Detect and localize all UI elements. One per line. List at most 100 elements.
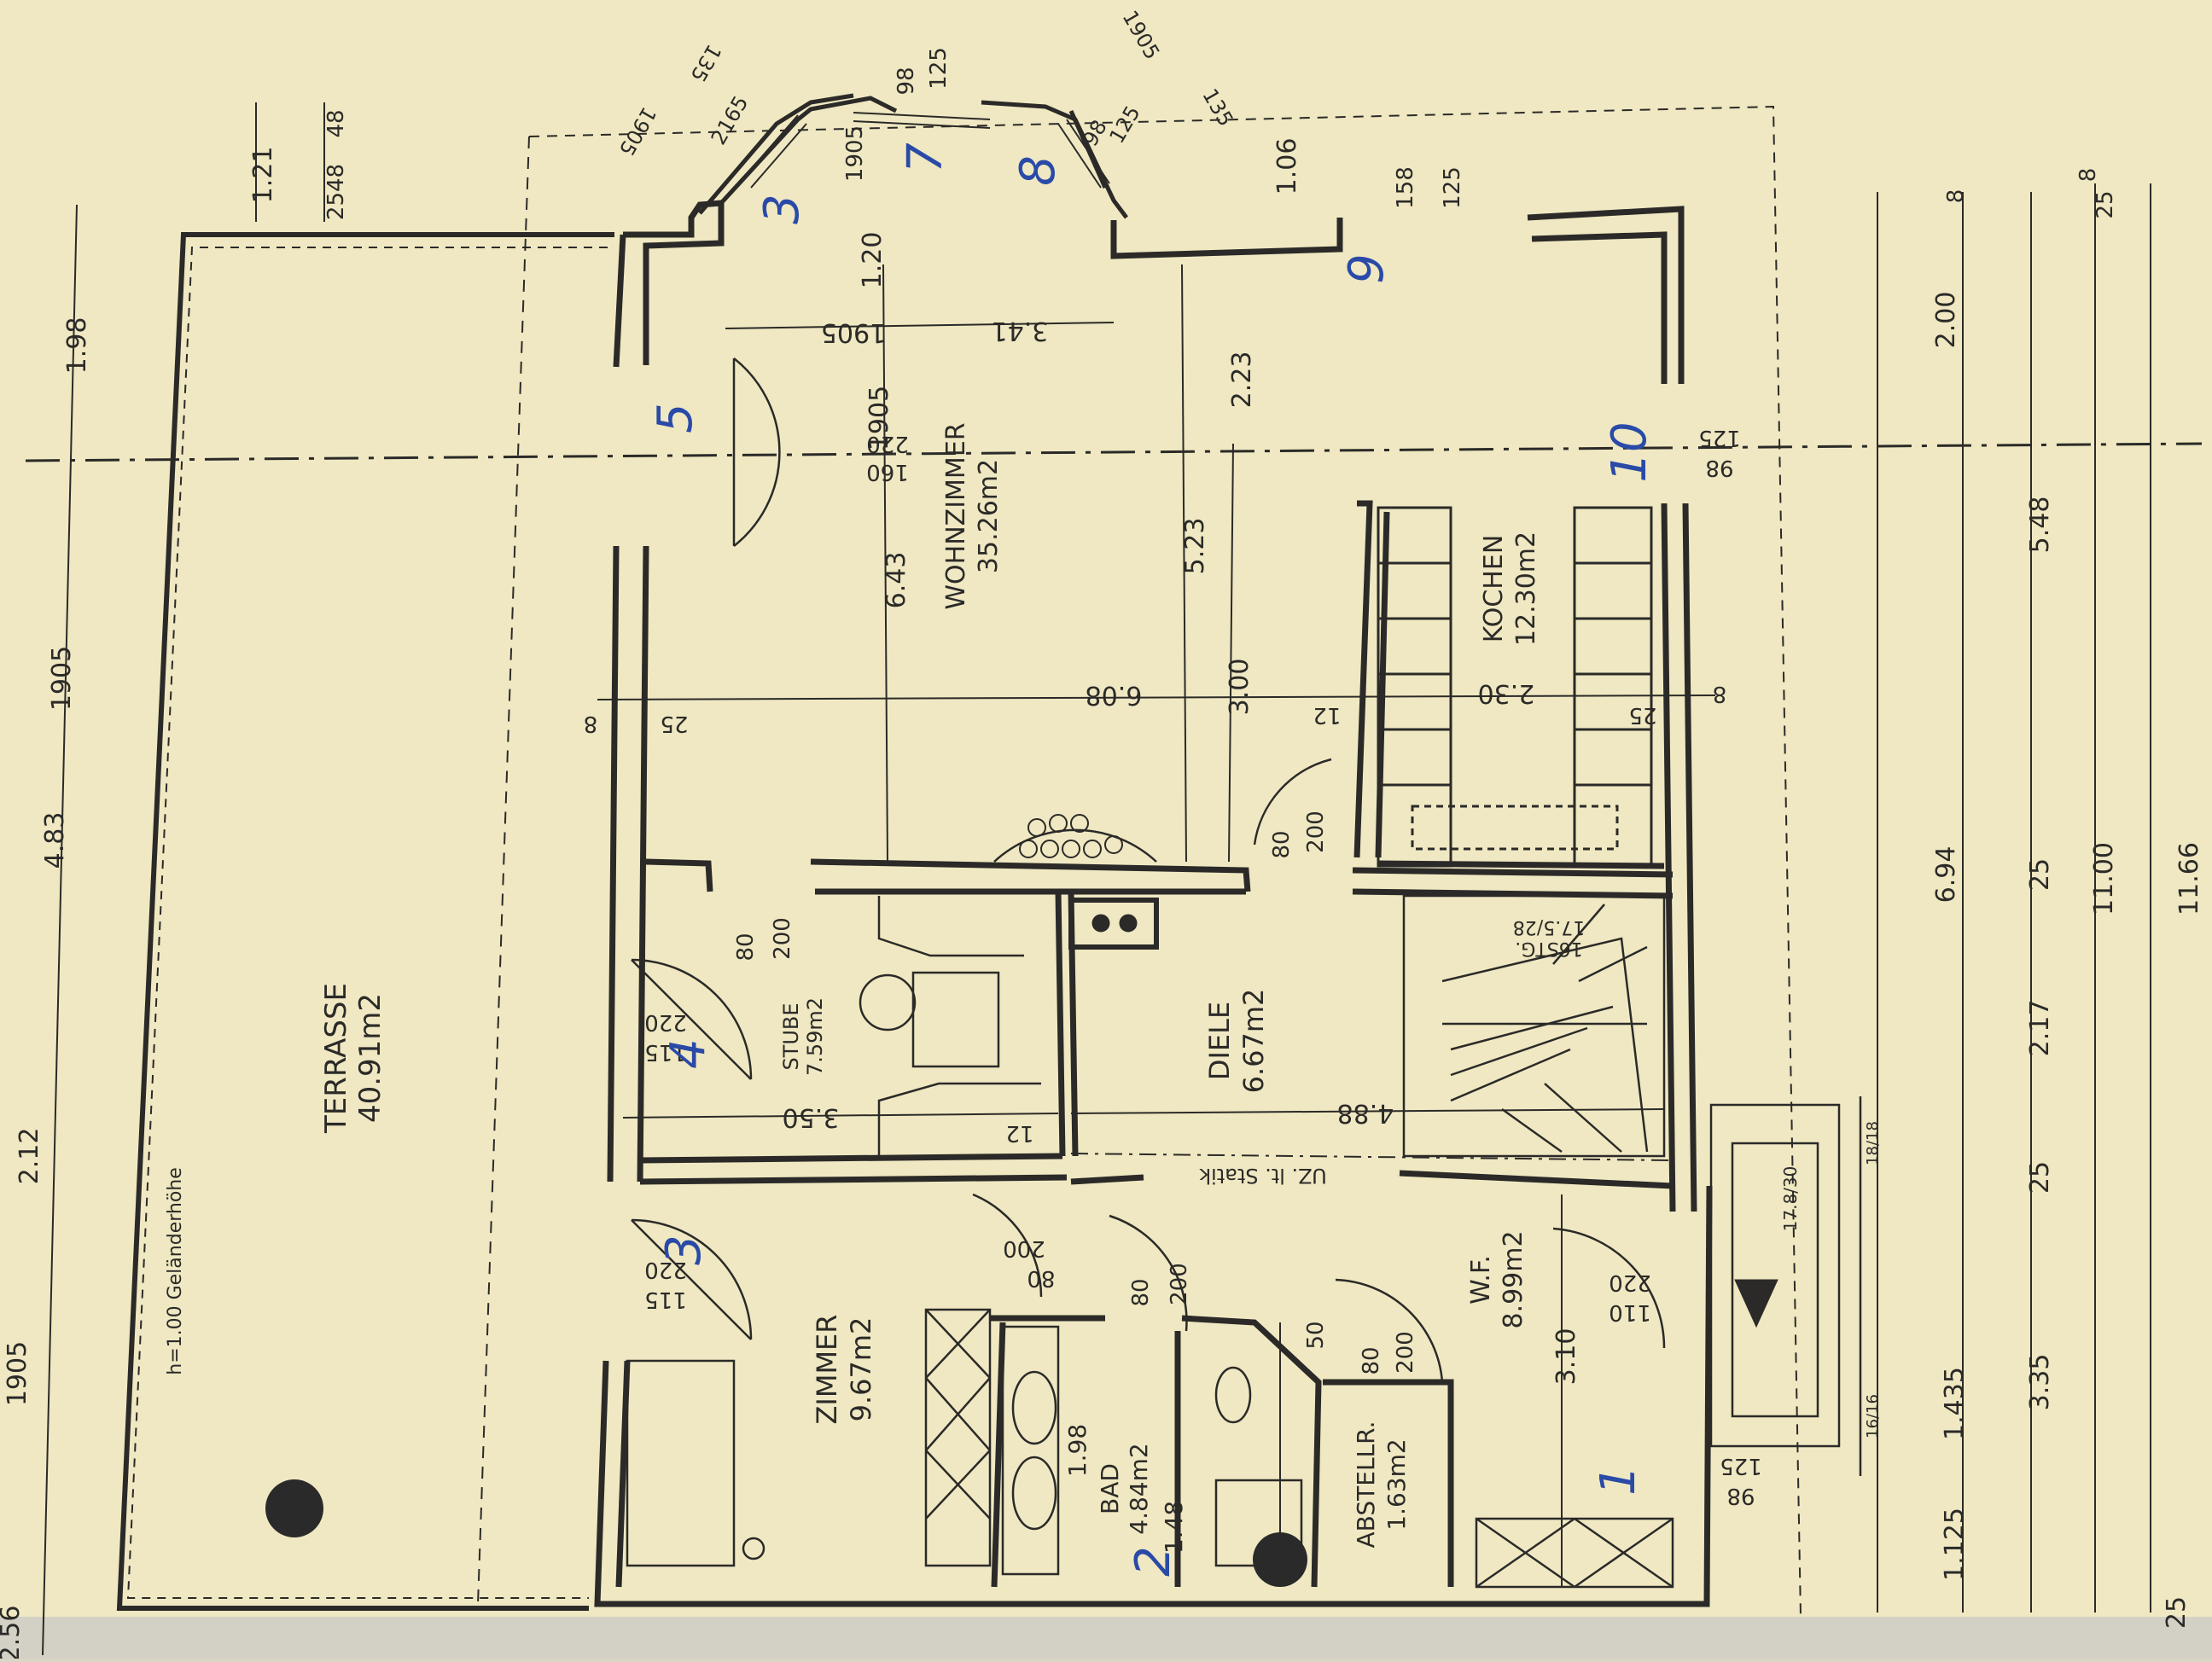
north-arrow-icon xyxy=(1734,1279,1778,1328)
handwritten-number: 9 xyxy=(1339,253,1394,284)
railing-note: h=1.00 Geländerhöhe xyxy=(165,1167,186,1375)
dimension-label: 220 xyxy=(1609,1270,1651,1295)
dimension-label: 6.43 xyxy=(882,552,911,609)
zimmer-name: ZIMMER xyxy=(811,1314,843,1424)
dimension-label: 5.23 xyxy=(1180,518,1210,575)
dimension-label: 25 xyxy=(2025,1161,2055,1194)
dimension-label: 11.00 xyxy=(2089,842,2119,915)
stube-area: 7.59m2 xyxy=(803,997,827,1076)
dimension-label: 4.83 xyxy=(40,812,70,869)
dimension-label: 158 xyxy=(1393,166,1418,209)
dimension-label: 1.98 xyxy=(62,317,92,375)
dimension-label: 8 xyxy=(2075,168,2101,183)
dimension-label: 8 xyxy=(584,711,598,736)
stube-label: STUBE 7.59m2 xyxy=(779,997,827,1076)
hob-icon xyxy=(1068,898,1159,950)
stair-steps-label: 16STG. xyxy=(1515,938,1582,959)
dimension-label: 125 xyxy=(1720,1453,1762,1479)
wohnzimmer-name: WOHNZIMMER xyxy=(941,422,971,609)
dimension-label: 1905 xyxy=(3,1341,32,1406)
dimension-label: 200 xyxy=(1393,1331,1418,1374)
dimension-label: 1905 xyxy=(864,386,894,450)
chimney-label: 17.8/30 xyxy=(1780,1166,1801,1232)
dimension-label: 25 xyxy=(2162,1596,2192,1629)
dimension-label: 25 xyxy=(2093,190,2118,218)
dimension-label: 3.50 xyxy=(783,1102,840,1132)
abstellr-label: ABSTELLR. 1.63m2 xyxy=(1352,1421,1411,1549)
diele-name: DIELE xyxy=(1203,1002,1236,1080)
dimension-label: 200 xyxy=(1003,1235,1045,1261)
dimension-label: 8 xyxy=(1943,189,1969,204)
dimension-label: 12 xyxy=(1005,1120,1033,1146)
kitchen-counters xyxy=(1377,506,1653,868)
stube-name: STUBE xyxy=(779,1002,803,1070)
dimension-label: 3.00 xyxy=(1225,659,1254,716)
dimension-label: 1.125 xyxy=(1940,1508,1970,1581)
dimension-label: 1.48 xyxy=(1160,1501,1188,1554)
diele-area: 6.67m2 xyxy=(1237,989,1270,1094)
bad-area: 4.84m2 xyxy=(1125,1443,1153,1534)
dimension-label: 3.10 xyxy=(1551,1328,1581,1386)
dimension-label: 200 xyxy=(1167,1263,1192,1305)
dimension-label: 8 xyxy=(1713,681,1727,706)
kochen-area: 12.30m2 xyxy=(1511,532,1541,646)
dimension-label: 1905 xyxy=(47,646,77,711)
dimension-label: 1.06 xyxy=(1272,138,1302,195)
dimension-label: 2.56 xyxy=(0,1606,26,1659)
door-swings xyxy=(631,357,1666,1383)
table-surface xyxy=(0,1617,2212,1659)
dimension-label: 220 xyxy=(644,1009,687,1035)
dimension-label: 80 xyxy=(1269,830,1295,858)
handwritten-numbers: 1 2 3 3 4 5 7 8 9 10 xyxy=(648,142,1657,1577)
zimmer-label: ZIMMER 9.67m2 xyxy=(811,1314,877,1424)
dimension-label: 2.30 xyxy=(1478,678,1535,708)
wf-name: W.F. xyxy=(1466,1255,1496,1305)
dimension-label: 4.88 xyxy=(1337,1098,1394,1128)
handwritten-number: 3 xyxy=(754,194,810,224)
abstellr-area: 1.63m2 xyxy=(1382,1438,1411,1530)
dimension-label: 12 xyxy=(1313,702,1341,728)
terrace-area: 40.91m2 xyxy=(353,993,387,1123)
wf-area: 8.99m2 xyxy=(1499,1230,1528,1328)
dimension-label: 6.08 xyxy=(1086,680,1143,710)
dimension-label: 2548 xyxy=(323,164,349,220)
dimension-label: 1.20 xyxy=(858,232,888,289)
chimney-block xyxy=(1709,1096,1862,1476)
dimension-label: 110 xyxy=(1609,1299,1651,1325)
chimney-label: 16/16 xyxy=(1864,1394,1882,1438)
dimension-label: 48 xyxy=(323,109,349,137)
handwritten-number: 3 xyxy=(656,1235,712,1265)
stair-ratio-label: 17.5/28 xyxy=(1513,916,1585,938)
dimension-label: 125 xyxy=(926,47,952,90)
dimension-label: 25 xyxy=(2025,858,2055,891)
zimmer-furnishing xyxy=(626,1308,992,1567)
dimension-label: 80 xyxy=(1128,1278,1154,1306)
dimension-label: 125 xyxy=(1440,166,1465,209)
dimension-label: 160 xyxy=(866,459,909,485)
bay-window-glazing xyxy=(742,112,1110,189)
dimension-label: 200 xyxy=(1303,811,1329,853)
stube-furnishing xyxy=(859,896,1041,1156)
dimension-label: 80 xyxy=(1027,1265,1055,1291)
abstellr-name: ABSTELLR. xyxy=(1352,1421,1380,1549)
wf-label: W.F. 8.99m2 xyxy=(1466,1230,1528,1328)
dimension-label: 1.435 xyxy=(1940,1367,1970,1440)
dimension-label: 98 xyxy=(1726,1483,1755,1508)
handwritten-number: 2 xyxy=(1126,1546,1181,1577)
wohnzimmer-area: 35.26m2 xyxy=(974,459,1004,573)
dimension-label: 220 xyxy=(644,1257,687,1282)
dimension-label: 25 xyxy=(1628,702,1656,728)
dimension-label: 1905 xyxy=(821,317,886,347)
zimmer-area: 9.67m2 xyxy=(845,1317,877,1422)
diele-label: DIELE 6.67m2 xyxy=(1203,989,1270,1094)
dimension-label: 2.00 xyxy=(1931,292,1961,349)
beam-note: UZ. lt. Statik xyxy=(1199,1164,1327,1188)
dimension-label: 80 xyxy=(1359,1346,1384,1374)
exterior-walls xyxy=(594,200,1713,1607)
terrace-dashed-edge xyxy=(126,247,608,1599)
stove-icon xyxy=(1019,814,1123,858)
bad-label: BAD 4.84m2 xyxy=(1096,1443,1153,1534)
dimension-label: 220 xyxy=(866,431,909,456)
kochen-label: KOCHEN 12.30m2 xyxy=(1479,532,1541,646)
